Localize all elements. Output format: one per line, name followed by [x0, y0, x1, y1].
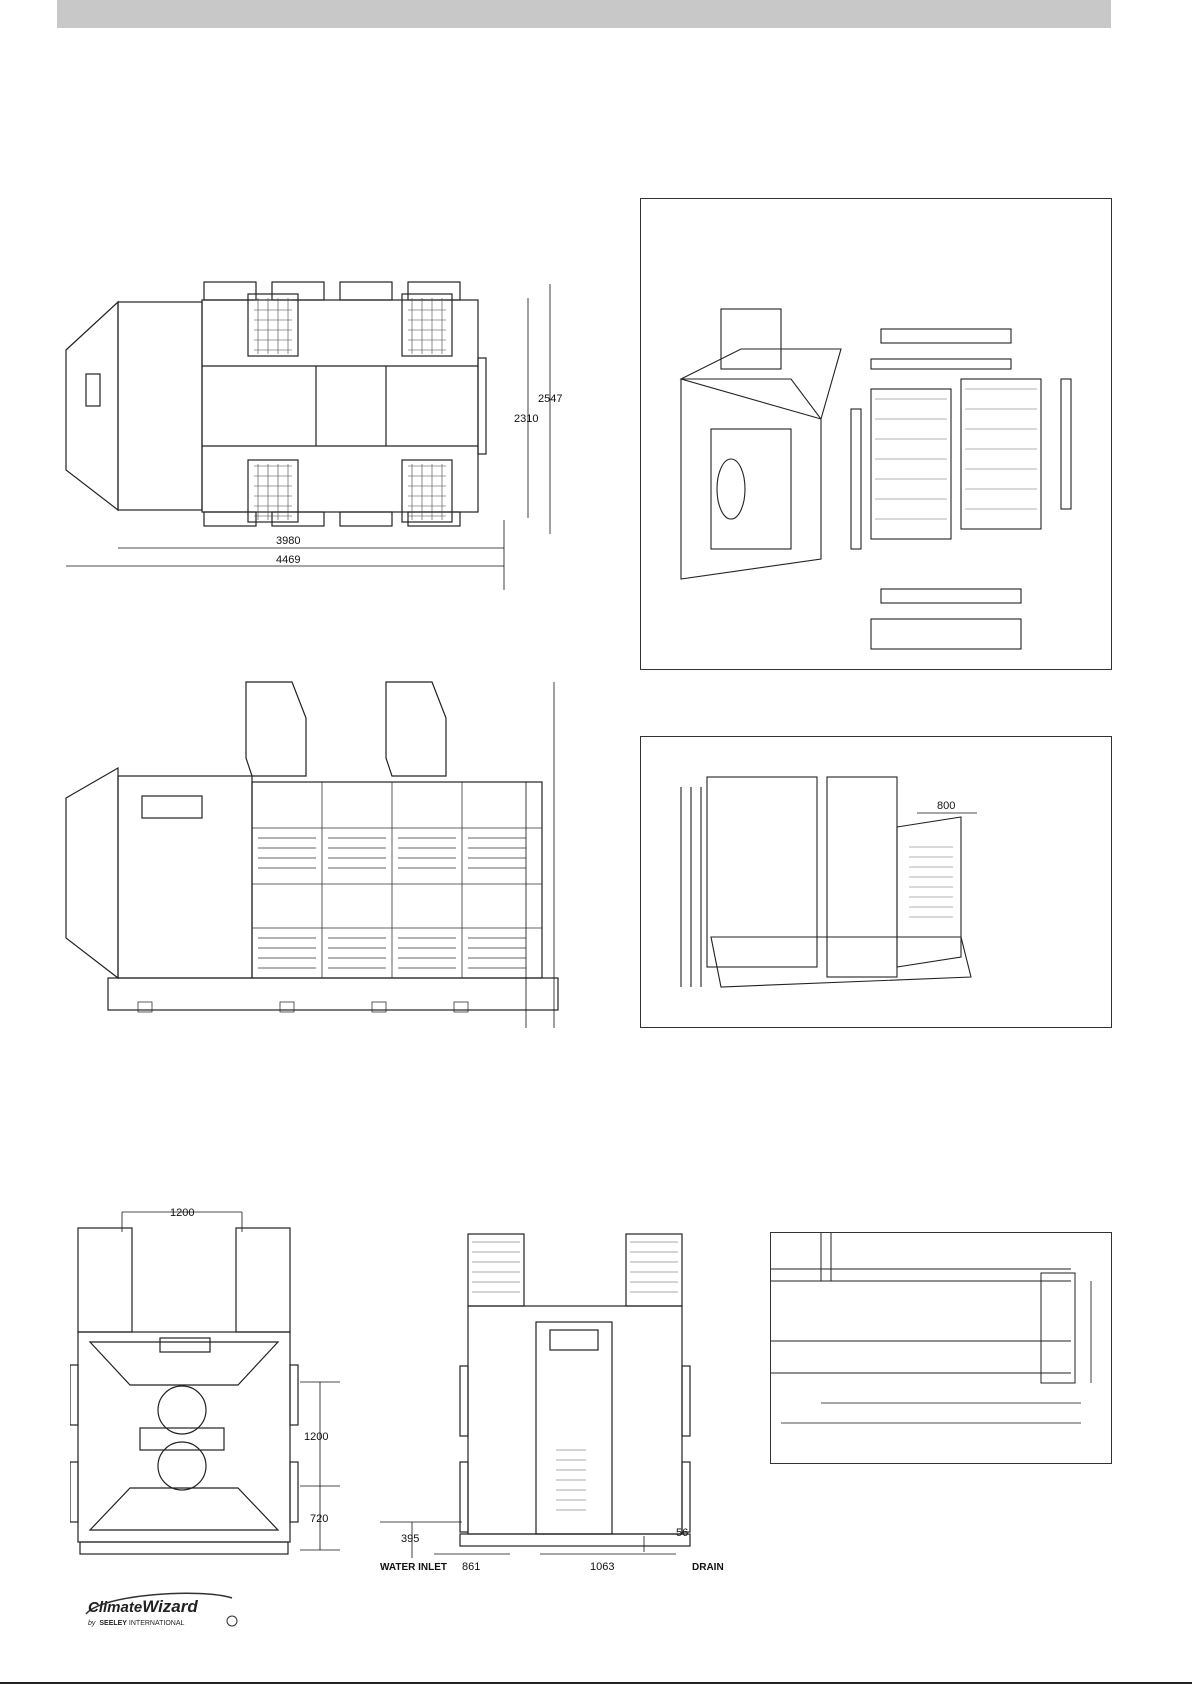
dim-2310: 2310: [514, 413, 538, 425]
drain-label: DRAIN: [692, 1562, 724, 1573]
front-view-drawing: 395 56 WATER INLET 861 1063 DRAIN: [380, 1218, 750, 1578]
dim-56: 56: [676, 1527, 688, 1539]
dim-395: 395: [401, 1533, 419, 1545]
dim-861: 861: [462, 1561, 480, 1573]
dim-1063: 1063: [590, 1561, 614, 1573]
end-view-drawing: 1200 1200 720: [70, 1200, 360, 1565]
dim-800: 800: [937, 800, 955, 812]
door-access-detail: 800: [640, 736, 1112, 1028]
base-frame-detail: [770, 1232, 1112, 1464]
header-bar: [57, 0, 1111, 28]
dim-3980: 3980: [276, 535, 300, 547]
dim-1200-top: 1200: [170, 1207, 194, 1219]
logo-name-part1: Climate: [88, 1599, 142, 1616]
exploded-pad-detail: [640, 198, 1112, 670]
logo-company-rest: INTERNATIONAL: [127, 1620, 185, 1627]
seeley-globe-icon: [227, 1616, 237, 1626]
logo-company-bold: SEELEY: [99, 1620, 127, 1627]
logo-name-part2: Wizard: [142, 1597, 198, 1616]
svg-text:by SEELEY INTERNATIONAL: by SEELEY INTERNATIONAL: [88, 1620, 185, 1627]
dim-4469: 4469: [276, 554, 300, 566]
climate-wizard-logo: ClimateWizard by SEELEY INTERNATIONAL: [82, 1588, 242, 1630]
dim-720: 720: [310, 1513, 328, 1525]
water-inlet-label: WATER INLET: [380, 1562, 447, 1573]
side-elevation-drawing: [58, 678, 568, 1038]
dim-1200-side: 1200: [304, 1431, 328, 1443]
footer-rule: [0, 1682, 1192, 1684]
svg-text:ClimateWizard: ClimateWizard: [88, 1597, 198, 1616]
logo-by: by: [88, 1620, 96, 1627]
top-view-drawing: 2547 2310 3980 4469: [58, 270, 568, 590]
dim-2547: 2547: [538, 393, 562, 405]
